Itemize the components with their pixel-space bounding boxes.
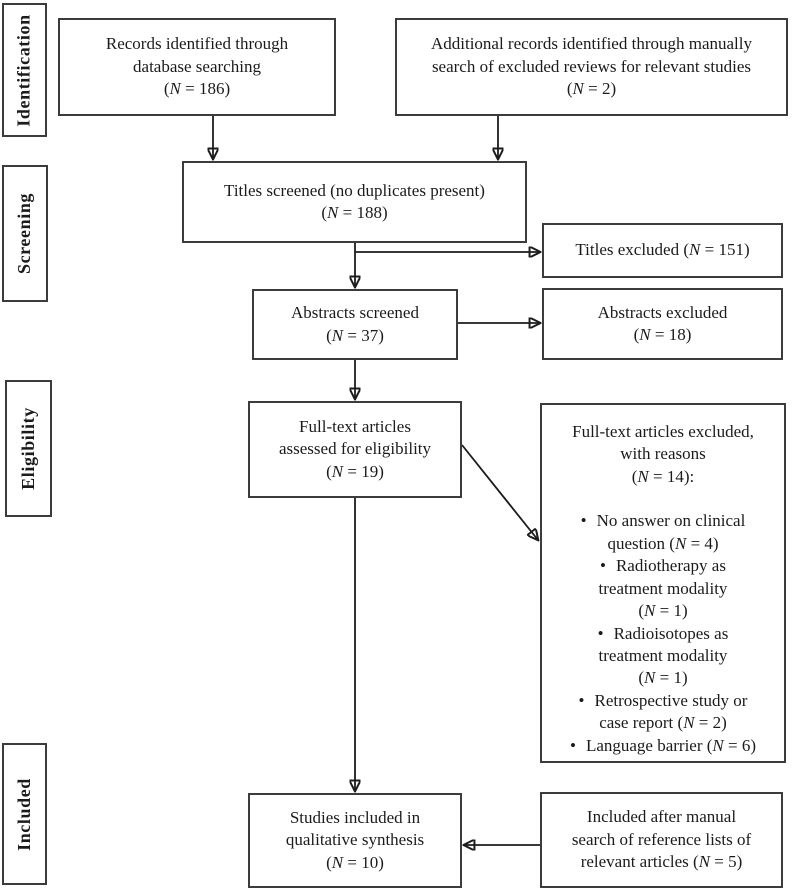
exclusion-reason: • Language barrier (N = 6) [548, 735, 778, 757]
box-text: Abstracts excluded(N = 18) [597, 302, 728, 344]
box-fulltext-excluded: Full-text articles excluded,with reasons… [540, 403, 786, 763]
box-text: Titles screened (no duplicates present)(… [224, 180, 485, 222]
stage-label-text: Screening [14, 192, 35, 275]
stage-label-included: Included [2, 743, 47, 885]
box-header-text: Full-text articles excluded,with reasons… [572, 422, 754, 486]
box-text: Titles excluded (N = 151) [575, 240, 750, 260]
box-titles-excluded: Titles excluded (N = 151) [542, 223, 783, 278]
box-abstracts-screened: Abstracts screened(N = 37) [252, 289, 458, 360]
box-titles-screened: Titles screened (no duplicates present)(… [182, 161, 527, 243]
bullet-icon: • [580, 511, 587, 531]
stage-label-text: Eligibility [18, 407, 38, 490]
bullet-icon: • [597, 623, 604, 643]
box-abstracts-excluded: Abstracts excluded(N = 18) [542, 288, 783, 360]
box-additional-records: Additional records identified through ma… [395, 18, 788, 116]
bullet-icon: • [578, 690, 585, 710]
bullet-icon: • [600, 556, 606, 576]
stage-label-identification: Identification [2, 3, 47, 137]
stage-label-text: Included [14, 777, 35, 851]
bullet-icon: • [569, 735, 576, 755]
stage-label-text: Identification [14, 13, 34, 127]
stage-label-eligibility: Eligibility [5, 380, 52, 517]
arrow-fulltext-to-fulltext-excluded [461, 444, 538, 540]
reason-text: Language barrier (N = 6) [585, 735, 757, 755]
box-text: Abstracts screened(N = 37) [291, 303, 419, 345]
box-text: Additional records identified through ma… [430, 34, 753, 99]
stage-label-screening: Screening [2, 165, 48, 302]
